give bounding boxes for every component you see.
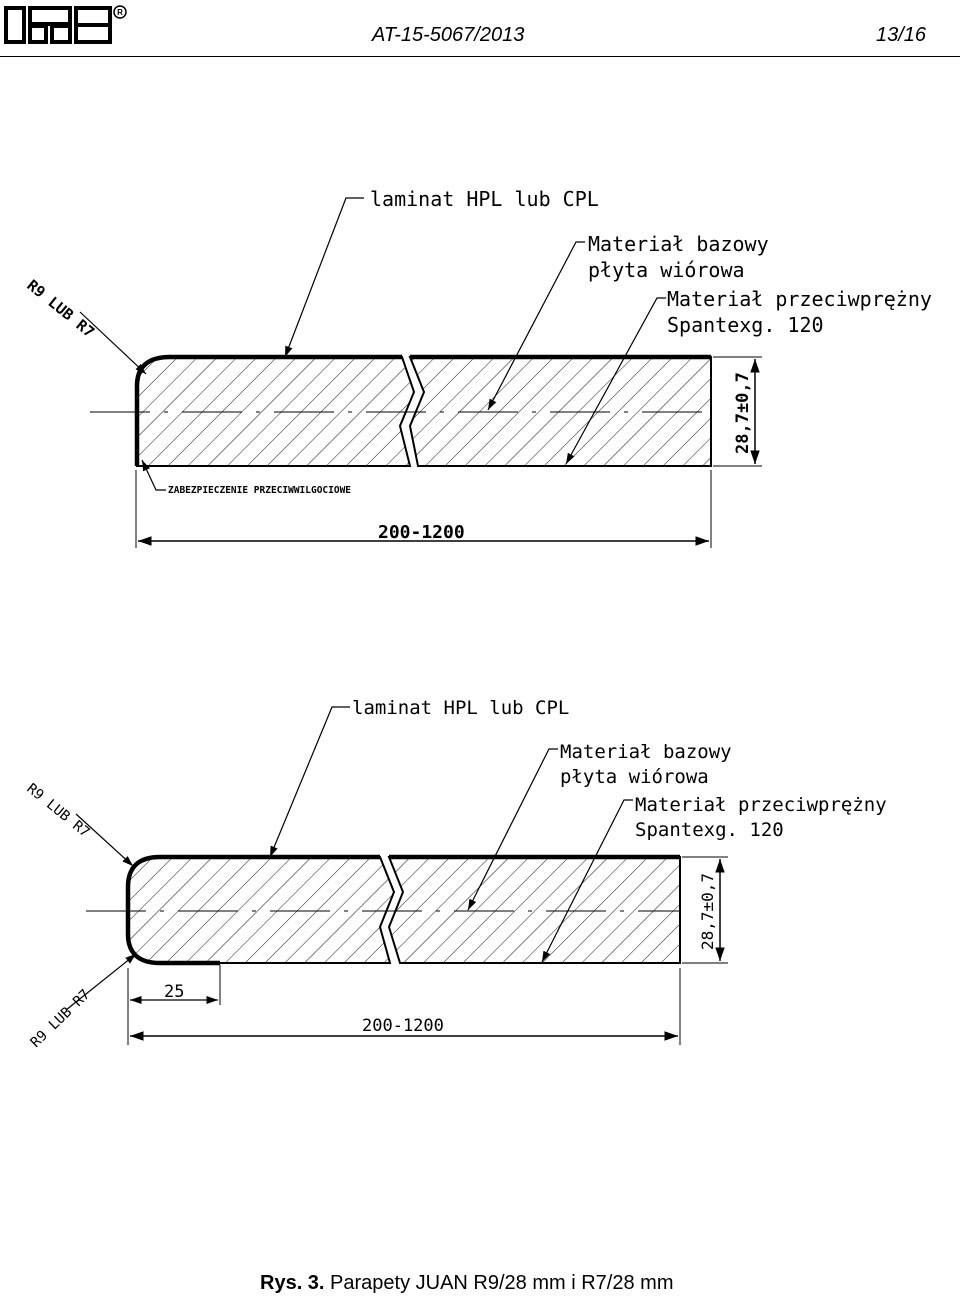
drawing-2-label-base-board: płyta wiórowa [560,766,709,788]
drawing-1-label-laminate: laminat HPL lub CPL [370,187,599,211]
svg-text:R: R [117,8,123,17]
document-number: AT-15-5067/2013 [372,24,525,46]
header-divider [0,56,960,57]
drawing-2-label-laminate: laminat HPL lub CPL [352,697,569,719]
technical-drawings: laminat HPL lub CPL Materiał bazowy płyt… [23,187,932,1051]
drawing-2-overhang-value: 25 [164,982,184,1002]
drawing-1-label-moisture-protection: ZABEZPIECZENIE PRZECIWWILGOCIOWE [168,485,351,496]
drawing-2-label-counter-grade: Spantexg. 120 [635,819,784,841]
figure-caption-text: Parapety JUAN R9/28 mm i R7/28 mm [330,1272,674,1294]
drawing-1-label-base-material: Materiał bazowy [588,232,769,256]
page-number: 13/16 [876,24,927,46]
drawing-1-label-counter-grade: Spantexg. 120 [667,313,824,337]
itb-logo: R [4,5,127,44]
drawing-1-width-value: 200-1200 [378,522,465,543]
figure-caption-prefix: Rys. 3. [260,1272,325,1294]
figure-caption: Rys. 3. Parapety JUAN R9/28 mm i R7/28 m… [260,1272,673,1295]
drawing-2-label-radius-bottom: R9 LUB R7 [28,987,94,1051]
drawing-2-width-value: 200-1200 [362,1016,444,1036]
drawing-1-sill-profile: laminat HPL lub CPL Materiał bazowy płyt… [23,187,932,548]
drawing-1-label-counter-material: Materiał przeciwprężny [667,287,932,311]
drawing-2-label-counter-material: Materiał przeciwprężny [635,794,887,816]
drawing-2-sill-profile: laminat HPL lub CPL Materiał bazowy płyt… [23,697,886,1051]
page-header: R AT-15-5067/2013 13/16 [0,0,960,60]
drawing-2-thickness-value: 28,7±0,7 [698,873,717,950]
drawing-2-section-left [127,856,396,964]
drawing-2-label-radius-top: R9 LUB R7 [23,781,92,841]
drawing-2-label-base-material: Materiał bazowy [560,741,732,763]
drawing-1-label-radius: R9 LUB R7 [23,276,97,341]
drawing-1-thickness-value: 28,7±0,7 [733,372,753,454]
drawing-1-label-base-board: płyta wiórowa [588,258,745,282]
drawing-2-section-right [387,856,681,964]
